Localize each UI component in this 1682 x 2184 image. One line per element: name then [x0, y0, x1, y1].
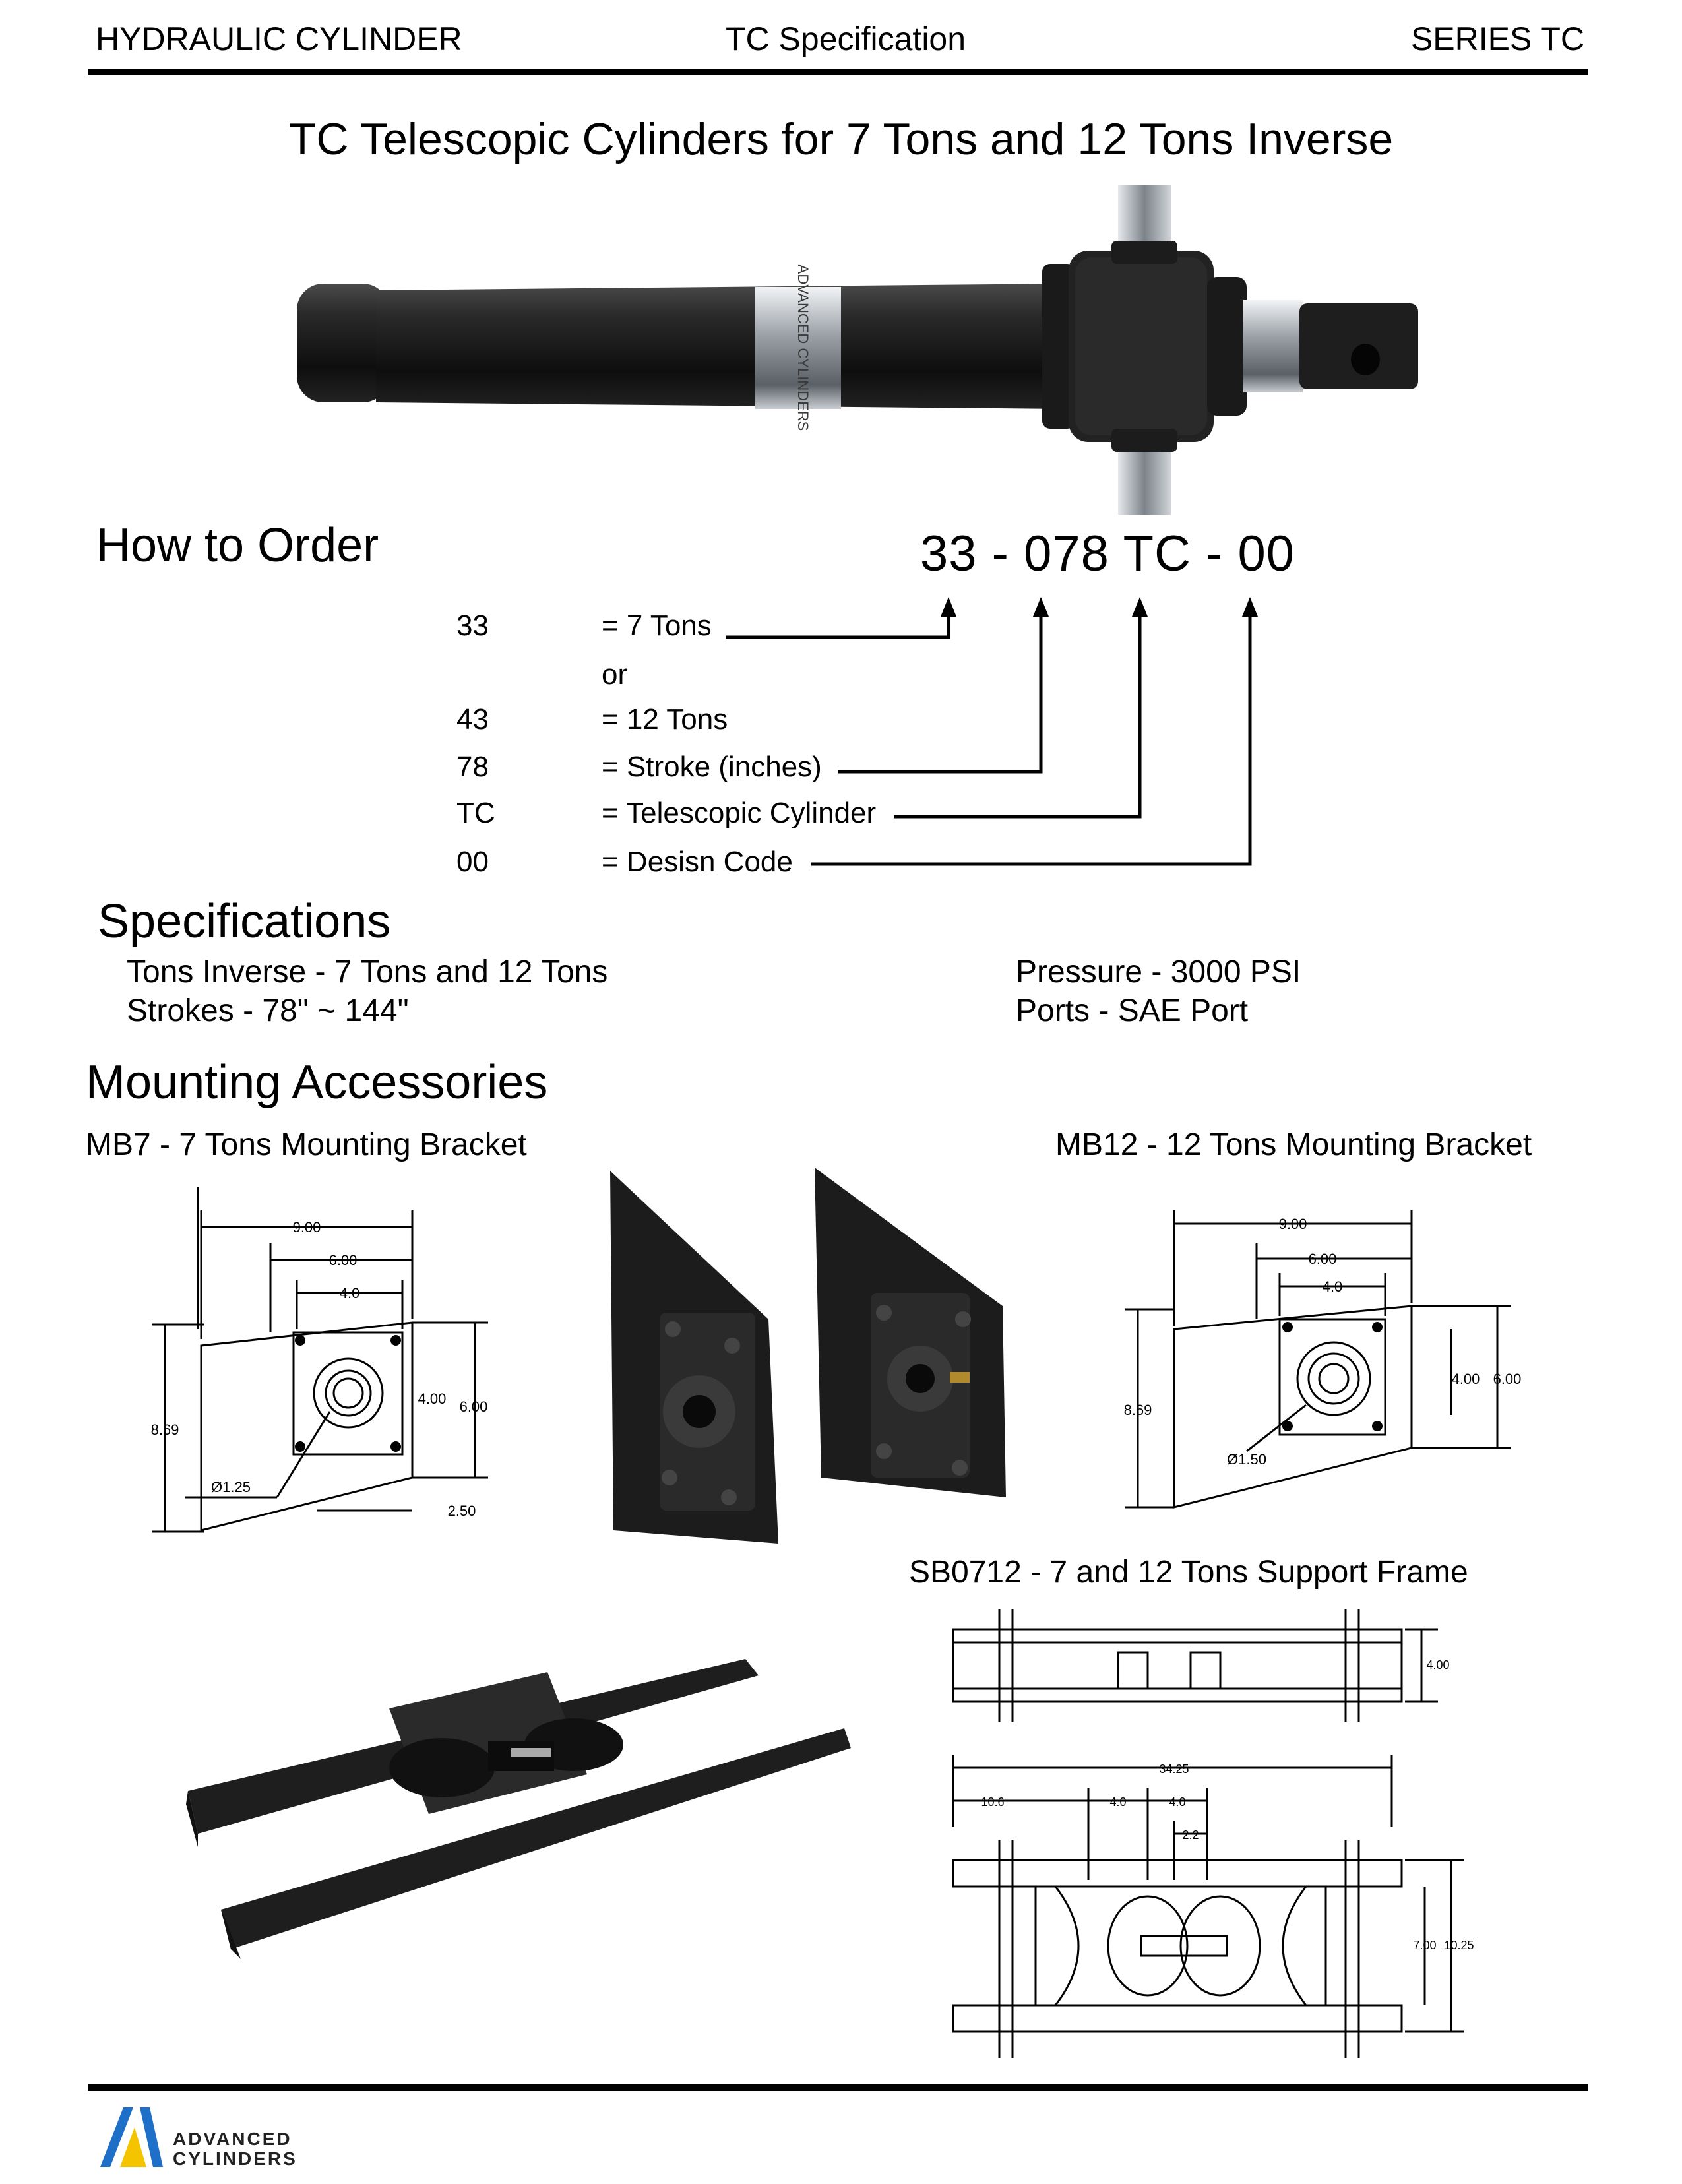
order-desc-design-code: = Desisn Code: [602, 846, 793, 878]
mb7-title: MB7 - 7 Tons Mounting Bracket: [86, 1127, 527, 1162]
mb7-dim-4: 4.0: [340, 1285, 360, 1301]
order-desc-stroke: = Stroke (inches): [602, 751, 822, 783]
mb12-dim-869: 8.69: [1124, 1402, 1152, 1418]
order-key-78: 78: [456, 751, 489, 783]
mounting-heading: Mounting Accessories: [86, 1056, 548, 1109]
mb12-dim-600: 6.00: [1493, 1371, 1522, 1387]
order-desc-telescopic: = Telescopic Cylinder: [602, 797, 877, 829]
telescopic-cylinder-image: ADVANCED CYLINDERS: [297, 185, 1418, 515]
sb0712-drawing: 4.00 34.25 10.6 4.0 4.0 2.2 7.00 10.25: [952, 1609, 1474, 2058]
header-center: TC Specification: [726, 20, 966, 57]
mb12-dim-9: 9.00: [1279, 1216, 1307, 1232]
spec-strokes: Strokes - 78" ~ 144": [127, 993, 409, 1028]
bracket-photos: [610, 1168, 1006, 1544]
spec-pressure: Pressure - 3000 PSI: [1016, 954, 1301, 989]
order-code: 33 - 078 TC - 00: [920, 526, 1295, 582]
sb0712-dim-1025: 10.25: [1444, 1939, 1474, 1952]
sb0712-dim-400: 4.00: [1426, 1658, 1449, 1671]
sb0712-dim-106: 10.6: [981, 1795, 1004, 1809]
sb0712-dim-700: 7.00: [1413, 1939, 1436, 1952]
mb12-dim-4: 4.0: [1323, 1278, 1343, 1295]
product-label: ADVANCED CYLINDERS: [795, 265, 811, 431]
sb0712-dim-3425: 34.25: [1159, 1763, 1189, 1776]
spec-ports: Ports - SAE Port: [1016, 993, 1249, 1028]
order-key-00: 00: [456, 846, 489, 878]
page-title: TC Telescopic Cylinders for 7 Tons and 1…: [288, 114, 1394, 164]
logo-text-line1: ADVANCED: [173, 2129, 292, 2149]
spec-tons-inverse: Tons Inverse - 7 Tons and 12 Tons: [127, 954, 608, 989]
mb12-drawing: 9.00 6.00 4.0 8.69 4.00 6.00 Ø1.50: [1124, 1210, 1522, 1509]
order-desc-or: or: [602, 658, 628, 691]
mb7-dim-250: 2.50: [448, 1503, 476, 1519]
header-left: HYDRAULIC CYLINDER: [96, 20, 462, 57]
mb7-dim-400: 4.00: [418, 1390, 447, 1407]
support-frame-photo: [186, 1659, 851, 1959]
sb0712-dim-22: 2.2: [1182, 1828, 1199, 1842]
mb7-dim-dia: Ø1.25: [211, 1479, 251, 1495]
order-leader-arrows: [726, 597, 1258, 866]
mb7-drawing: 9.00 6.00 4.0 8.69 4.00 6.00 Ø1.25 2.50: [151, 1187, 488, 1533]
sb0712-dim-40a: 4.0: [1109, 1795, 1126, 1809]
specifications-heading: Specifications: [98, 895, 391, 948]
order-key-33: 33: [456, 609, 489, 642]
mb7-dim-600: 6.00: [460, 1398, 488, 1415]
logo-text-line2: CYLINDERS: [173, 2148, 297, 2169]
order-key-tc: TC: [456, 797, 495, 829]
mb7-dim-869: 8.69: [151, 1421, 179, 1438]
mb12-title: MB12 - 12 Tons Mounting Bracket: [1055, 1127, 1532, 1162]
mb12-dim-6: 6.00: [1309, 1251, 1337, 1267]
mb7-dim-6: 6.00: [329, 1252, 358, 1268]
header-right: SERIES TC: [1410, 20, 1584, 57]
order-key-43: 43: [456, 703, 489, 735]
advanced-cylinders-logo-icon: [100, 2107, 163, 2167]
order-desc-12-tons: = 12 Tons: [602, 703, 728, 735]
mb12-dim-400: 4.00: [1452, 1371, 1480, 1387]
footer-rule: [88, 2084, 1588, 2091]
how-to-order-heading: How to Order: [96, 519, 379, 572]
mb12-dim-dia: Ø1.50: [1227, 1451, 1266, 1468]
header-rule: [88, 69, 1588, 75]
sb0712-title: SB0712 - 7 and 12 Tons Support Frame: [909, 1555, 1468, 1590]
mb7-dim-9: 9.00: [293, 1219, 321, 1235]
order-desc-7-tons: = 7 Tons: [602, 609, 712, 642]
sb0712-dim-40b: 4.0: [1169, 1795, 1185, 1809]
